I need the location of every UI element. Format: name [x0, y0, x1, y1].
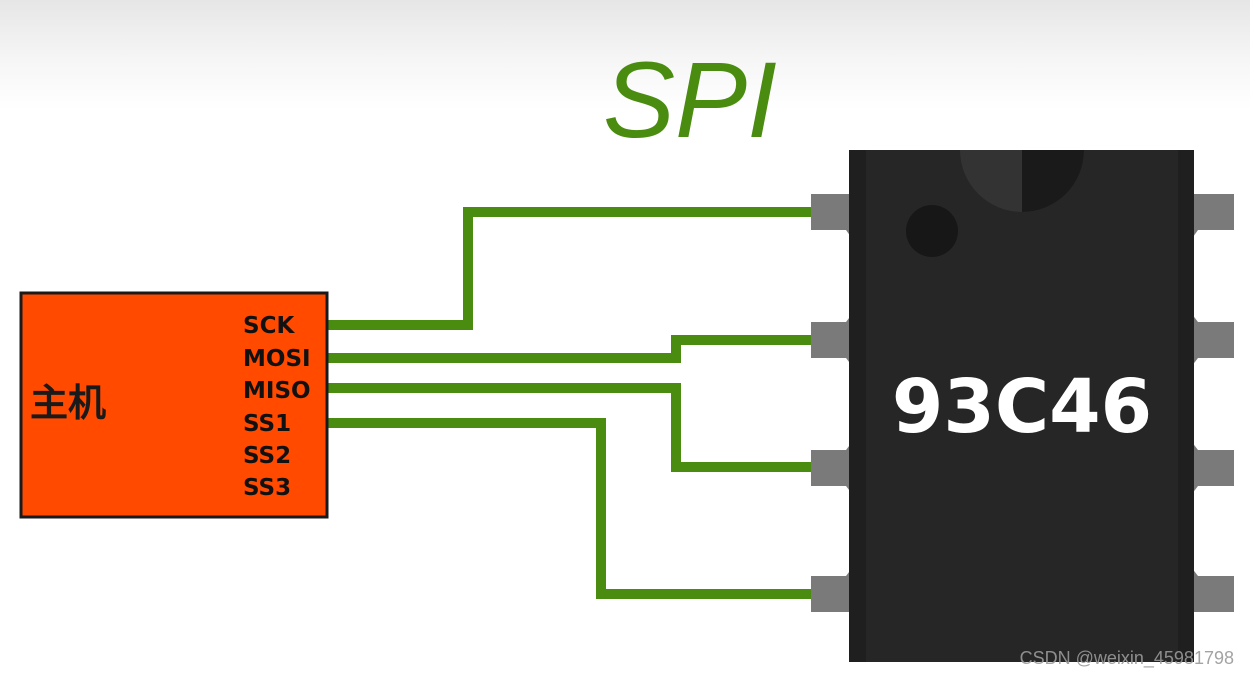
watermark: CSDN @weixin_45981798 [1020, 648, 1234, 669]
wire-ss1 [328, 418, 812, 599]
host-body [19, 291, 329, 519]
wire-sck [328, 207, 812, 330]
host-label: 主机 [30, 381, 106, 425]
host-block: 主机 SCK MOSI MISO SS1 SS2 SS3 [19, 291, 329, 519]
diagram-title: SPI [603, 39, 777, 160]
host-pin-ss2: SS2 [243, 443, 291, 469]
wires [328, 207, 812, 599]
host-pin-mosi: MOSI [243, 346, 311, 372]
wire-mosi [328, 335, 812, 363]
chip: 93C46 [849, 150, 1194, 662]
chip-notch-shadow [1022, 150, 1084, 212]
host-pin-miso: MISO [243, 378, 311, 404]
wire-miso [328, 383, 812, 472]
host-pin-ss3: SS3 [243, 475, 291, 501]
host-pin-sck: SCK [243, 313, 295, 339]
chip-label: 93C46 [892, 364, 1152, 450]
host-pin-ss1: SS1 [243, 411, 291, 437]
chip-pin1-dot [906, 205, 958, 257]
